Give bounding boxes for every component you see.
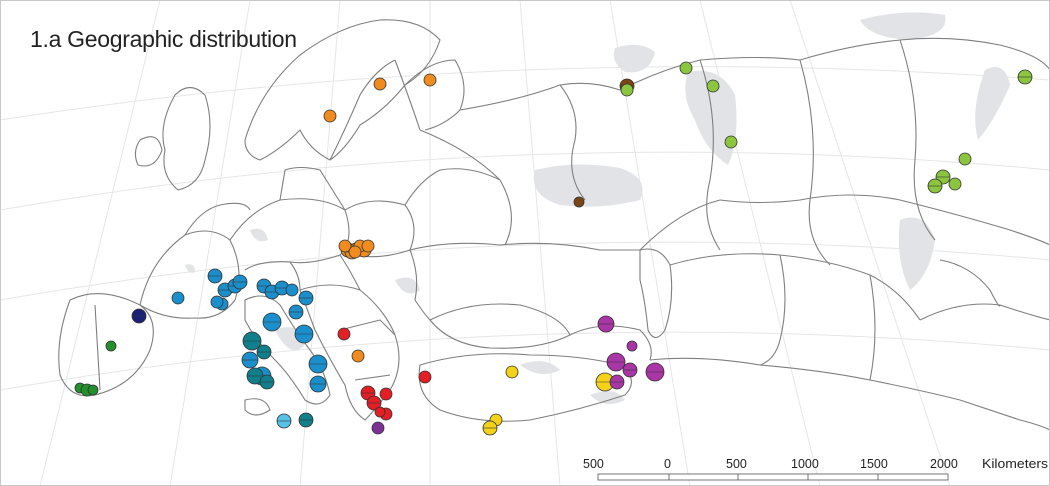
sample-marker-north-orange	[423, 73, 437, 87]
scale-tick-label: 1000	[791, 457, 819, 471]
sample-marker-red	[379, 387, 393, 401]
sample-marker-light-green	[724, 135, 738, 149]
terrain-shading	[185, 12, 1010, 404]
map-title: 1.a Geographic distribution	[30, 26, 297, 52]
sample-marker-north-orange	[361, 239, 375, 253]
sample-marker-north-orange	[373, 77, 387, 91]
scale-tick-label: 1500	[860, 457, 888, 471]
sample-marker-green	[87, 384, 99, 396]
sample-marker-magenta	[626, 340, 638, 352]
sample-markers	[74, 61, 1033, 436]
scale-tick-label: 500	[726, 457, 747, 471]
scale-tick-label: 2000	[930, 457, 958, 471]
sample-marker-light-green	[706, 79, 720, 93]
sample-marker-red	[418, 370, 432, 384]
sample-marker-north-orange	[348, 245, 362, 259]
sample-marker-red	[337, 327, 351, 341]
scale-unit-label: Kilometers	[982, 457, 1048, 471]
sample-marker-red	[374, 406, 386, 418]
sample-marker-north-orange	[338, 239, 352, 253]
sample-marker-yellow	[505, 365, 519, 379]
sample-marker-light-green	[620, 83, 634, 97]
sample-marker-dark-brown	[573, 196, 585, 208]
scale-bar-box	[597, 473, 949, 481]
sample-marker-north-orange	[351, 349, 365, 363]
sample-marker-light-green	[679, 61, 693, 75]
sample-marker-blue	[210, 295, 224, 309]
scale-bar: 500 0 500 1000 1500 2000 Kilometers	[583, 457, 1048, 481]
scale-tick-label: 0	[664, 457, 671, 471]
sample-marker-green	[105, 340, 117, 352]
scale-tick-label: 500	[583, 457, 604, 471]
sample-marker-purple	[371, 421, 385, 435]
sample-marker-north-orange	[323, 109, 337, 123]
sample-marker-blue	[171, 291, 185, 305]
sample-marker-light-green	[948, 177, 962, 191]
country-borders	[58, 19, 1050, 431]
sample-marker-light-green	[958, 152, 972, 166]
sample-marker-blue	[285, 283, 299, 297]
